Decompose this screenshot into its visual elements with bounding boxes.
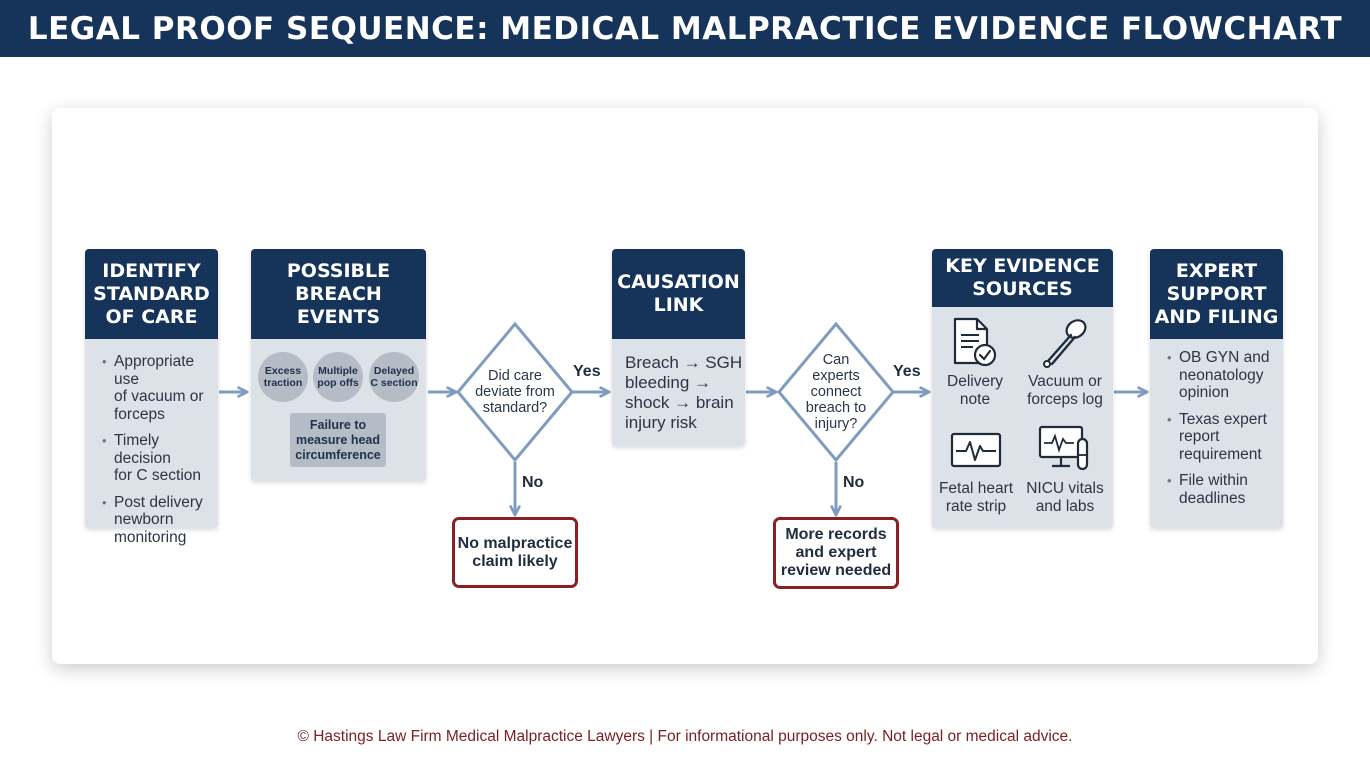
breach-events-title: POSSIBLE BREACH EVENTS [251, 249, 426, 339]
causation-title: CAUSATION LINK [612, 249, 745, 339]
expert-support-title: EXPERT SUPPORT AND FILING [1150, 249, 1283, 339]
breach-circle-excess-traction: Excess traction [258, 352, 308, 402]
decision-2-no-label: No [843, 474, 865, 491]
list-item: Post delivery newborn monitoring [102, 494, 210, 547]
standard-of-care-list: Appropriate use of vacuum or forceps Tim… [85, 339, 218, 546]
decision-1-no-label: No [522, 474, 544, 491]
list-item: Appropriate use of vacuum or forceps [102, 353, 210, 423]
decision-2-yes-label: Yes [893, 363, 921, 380]
causation-chain-text: Breach → SGH bleeding → shock → brain in… [625, 353, 743, 432]
key-evidence-title: KEY EVIDENCE SOURCES [932, 249, 1113, 307]
expert-support-list: OB GYN and neonatology opinion Texas exp… [1150, 339, 1283, 507]
evidence-label-fetal-heart-rate: Fetal heart rate strip [938, 480, 1014, 515]
breach-events-card: POSSIBLE BREACH EVENTS Excess traction M… [251, 249, 426, 481]
breach-box-head-circumference: Failure to measure head circumference [290, 413, 386, 467]
document-check-icon [953, 317, 997, 367]
decision-2-question: Can experts connect breach to injury? [805, 352, 867, 432]
decision-diamond-1 [456, 321, 574, 463]
list-item: OB GYN and neonatology opinion [1167, 349, 1275, 402]
decision-diamond-2 [777, 321, 895, 463]
no-malpractice-outcome: No malpractice claim likely [452, 517, 578, 588]
expert-support-card: EXPERT SUPPORT AND FILING OB GYN and neo… [1150, 249, 1283, 528]
key-evidence-card: KEY EVIDENCE SOURCES Delivery note Vacuu… [932, 249, 1113, 528]
evidence-label-nicu-vitals: NICU vitals and labs [1026, 480, 1104, 515]
evidence-label-vacuum-forceps-log: Vacuum or forceps log [1027, 373, 1103, 408]
causation-card: CAUSATION LINK Breach → SGH bleeding → s… [612, 249, 745, 446]
evidence-label-delivery-note: Delivery note [947, 373, 1003, 408]
more-review-outcome: More records and expert review needed [773, 517, 899, 589]
list-item: Texas expert report requirement [1167, 411, 1275, 464]
heart-rate-monitor-icon [950, 432, 1002, 468]
list-item: Timely decision for C section [102, 432, 210, 485]
standard-of-care-title: IDENTIFY STANDARD OF CARE [85, 249, 218, 339]
vacuum-forceps-icon [1043, 319, 1087, 368]
list-item: File within deadlines [1167, 472, 1275, 507]
decision-1-question: Did care deviate from standard? [475, 368, 555, 416]
decision-1-yes-label: Yes [573, 363, 601, 380]
footer-disclaimer: © Hastings Law Firm Medical Malpractice … [297, 728, 1073, 745]
page-title: LEGAL PROOF SEQUENCE: MEDICAL MALPRACTIC… [0, 0, 1370, 57]
standard-of-care-card: IDENTIFY STANDARD OF CARE Appropriate us… [85, 249, 218, 546]
monitor-test-tube-icon [1038, 425, 1089, 471]
breach-circle-delayed-c-section: Delayed C section [369, 352, 419, 402]
breach-circle-multiple-pop-offs: Multiple pop offs [313, 352, 363, 402]
